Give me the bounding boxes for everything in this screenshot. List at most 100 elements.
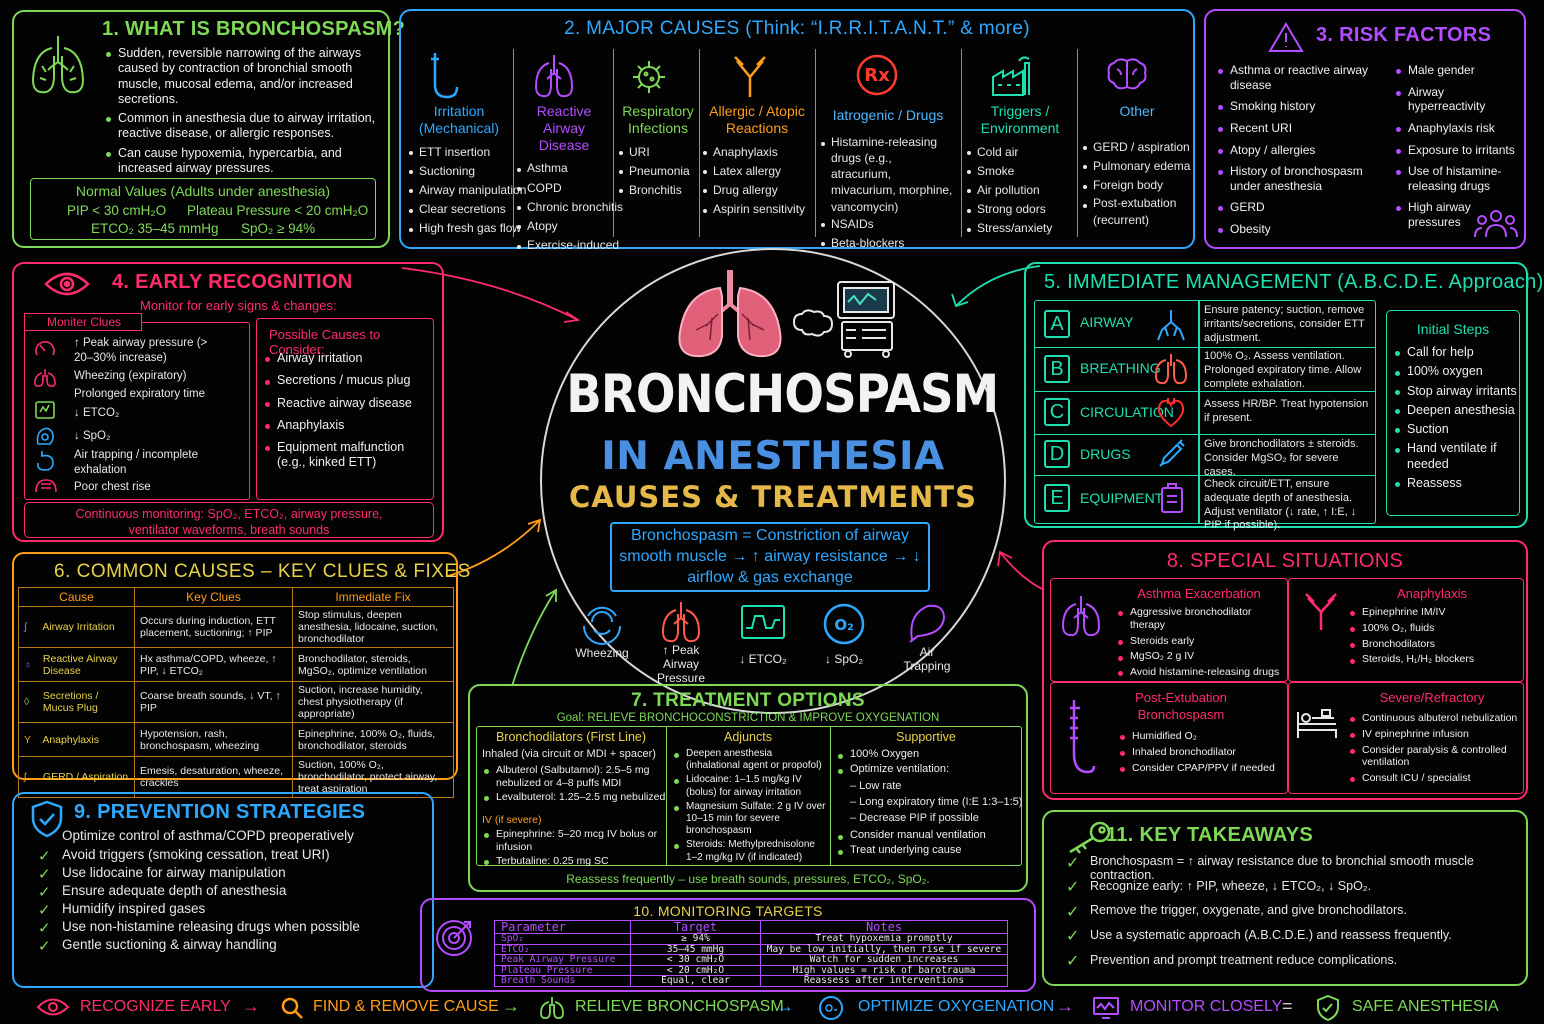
antibody-icon: [1305, 593, 1337, 630]
shield-check-icon: [31, 800, 63, 838]
list-item: MgSO₂ 2 g IV: [1118, 650, 1286, 663]
lungs-icon: [34, 369, 56, 387]
list-item: Latex allergy: [703, 162, 811, 181]
letter-badge: E: [1044, 484, 1070, 512]
list-item: GERD / aspiration: [1083, 138, 1191, 157]
lungs-icon: [31, 36, 85, 94]
column-divider: [1077, 49, 1078, 237]
list-item: Use of histamine-releasing drugs: [1396, 164, 1524, 193]
panel-title: 5. IMMEDIATE MANAGEMENT (A.B.C.D.E. Appr…: [1044, 271, 1544, 293]
prevention-intro: Optimize control of asthma/COPD preopera…: [62, 828, 354, 843]
list-item: Steroids, H₁/H₂ blockers: [1350, 653, 1520, 666]
cause-cell: ♁ Reactive Airway Disease: [18, 647, 135, 682]
check-icon: ✓: [38, 848, 51, 865]
list-item: Continuous albuterol nebulization: [1350, 712, 1522, 725]
cause-column-irritation: Irritation (Mechanical) ETT insertion Su…: [409, 103, 526, 239]
check-icon: ✓: [1066, 879, 1080, 896]
panel-major-causes: 2. MAJOR CAUSES (Think: “I.R.R.I.T.A.N.T…: [399, 9, 1195, 252]
list-item: Bronchitis: [619, 181, 697, 200]
column-header: Parameter: [494, 920, 631, 934]
monitor-clues-label: Moniter Clues: [24, 313, 143, 331]
footer-bar: RECOGNIZE EARLY → FIND & REMOVE CAUSE → …: [0, 994, 1536, 1022]
parameter-cell: ETCO₂: [494, 943, 631, 955]
table-row: ♁ Reactive Airway Disease Hx asthma/COPD…: [18, 647, 454, 682]
footer-step: SAFE ANESTHESIA: [1352, 998, 1499, 1015]
table-row: ʃ GERD / Aspiration Emesis, desaturation…: [18, 756, 454, 798]
possible-causes-list: Airway irritation Secretions / mucus plu…: [265, 351, 429, 471]
list-item: Stop airway irritants: [1395, 384, 1517, 399]
list-item: Call for help: [1395, 345, 1517, 360]
panel-title: 10. MONITORING TARGETS: [633, 903, 823, 919]
supportive-list-2: Consider manual ventilation Treat underl…: [838, 829, 1020, 858]
endotracheal-tube-icon: [1070, 700, 1096, 774]
situation-list: Humidified O₂ Inhaled bronchodilator Con…: [1120, 730, 1286, 774]
monitor-clues-box: Moniter Clues: [24, 313, 250, 500]
list-item: Histamine-releasing drugs (e.g., atracur…: [821, 134, 955, 215]
list-item: Atopy: [517, 217, 611, 236]
panel-title: 2. MAJOR CAUSES (Think: “I.R.R.I.T.A.N.T…: [564, 18, 1030, 39]
situation-box-post-extubation: [1050, 682, 1288, 794]
iv-list: Epinephrine: 5–20 mcg IV bolus or infusi…: [484, 828, 666, 867]
row-name: DRUGS: [1080, 446, 1131, 462]
list-item: Lidocaine: 1–1.5 mg/kg IV (bolus) for ai…: [674, 774, 828, 798]
column-header: Immediate Fix: [292, 587, 454, 607]
stomach-icon: ʃ: [24, 771, 27, 783]
list-item: Reassess: [1395, 476, 1517, 491]
cause-column-reactive: Reactive Airway Disease Asthma COPD Chro…: [517, 103, 623, 255]
list-item: GERD: [1218, 200, 1386, 215]
list-item: Smoking history: [1218, 99, 1386, 114]
list-item: Steroids early: [1118, 635, 1286, 648]
fix-cell: Bronchodilator, steroids, MgSO₂, optimiz…: [292, 647, 454, 682]
column-divider: [699, 49, 700, 237]
iv-label: IV (if severe): [482, 814, 542, 826]
letter-badge: D: [1044, 440, 1070, 468]
warning-icon: [1268, 22, 1304, 52]
footer-step: RECOGNIZE EARLY: [80, 998, 231, 1015]
check-icon: ✓: [38, 884, 51, 901]
initial-steps-title: Initial Steps: [1416, 321, 1490, 337]
abcde-row-divider: [1034, 391, 1376, 392]
prevention-item: Gentle suctioning & airway handling: [62, 937, 277, 952]
situation-title: Asthma Exacerbation: [1137, 586, 1261, 601]
situation-box-anaphylaxis: [1288, 578, 1524, 682]
supportive-sub-2: – Long expiratory time (I:E 1:3–1:5): [850, 796, 1023, 808]
notes-cell: Reassess after interventions: [760, 975, 1008, 987]
list-item: Consult ICU / specialist: [1350, 772, 1522, 785]
list-item: Post-extubation (recurrent): [1083, 195, 1191, 227]
list-item: COPD: [517, 179, 611, 198]
column-title: Triggers / Environment: [980, 103, 1060, 136]
column-header: Key Clues: [134, 587, 293, 607]
tube-icon: ∫: [24, 621, 27, 633]
list-item: Asthma or reactive airway disease: [1218, 63, 1386, 92]
list-item: URI: [619, 143, 697, 162]
target-cell: < 20 cmH₂O: [630, 964, 761, 976]
lungs-icon: ♁: [24, 658, 32, 671]
panel-early-recognition: 4. EARLY RECOGNITION Monitor for early s…: [12, 262, 444, 542]
list-item: Smoke: [967, 162, 1073, 181]
column-divider: [513, 49, 514, 237]
footer-arrow: →: [1056, 996, 1074, 1016]
o2-glyph: O₂: [834, 616, 853, 634]
list-item: Levalbuterol: 1.25–2.5 mg nebulized: [484, 791, 666, 804]
svg-text:Rx: Rx: [864, 65, 890, 86]
list-item: Cold air: [967, 143, 1073, 162]
panel-title: 7. TREATMENT OPTIONS: [631, 690, 865, 711]
chest-icon: [35, 479, 57, 493]
panel-treatment-options: 7. TREATMENT OPTIONS Goal: RELIEVE BRONC…: [468, 684, 1028, 892]
cause-cell: Y Anaphylaxis: [18, 722, 135, 757]
panel-key-takeaways: 11. KEY TAKEAWAYS ✓ Bronchospasm = ↑ air…: [1042, 810, 1528, 986]
panel-title: 9. PREVENTION STRATEGIES: [74, 801, 366, 823]
cause-column-other: Other GERD / aspiration Pulmonary edema …: [1083, 103, 1191, 228]
row-name: AIRWAY: [1080, 314, 1134, 330]
factory-icon: [992, 56, 1030, 96]
airway-icon: [1157, 310, 1185, 341]
target-icon: [436, 920, 472, 956]
column-list: URI Pneumonia Bronchitis: [619, 143, 697, 201]
list-item: Deepen anesthesia (inhalational agent or…: [674, 748, 828, 772]
column-header: Cause: [18, 587, 135, 607]
treatment-box: [476, 726, 1022, 866]
situation-list: Aggressive bronchodilator therapy Steroi…: [1118, 606, 1286, 679]
footer-step: OPTIMIZE OXYGENATION: [858, 998, 1055, 1015]
list-item: IV epinephrine infusion: [1350, 728, 1522, 741]
pip-value: PIP < 30 cmH₂O: [67, 203, 167, 218]
